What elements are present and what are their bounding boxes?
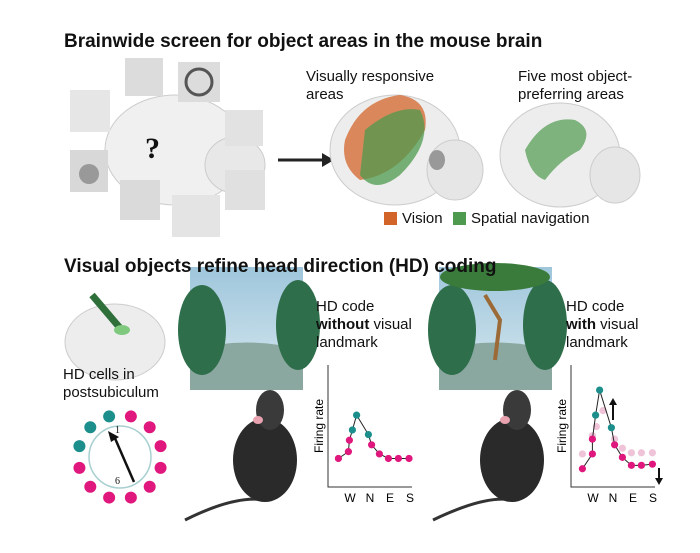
data-point	[627, 449, 636, 457]
chart-axes	[327, 365, 412, 488]
label-hd-cells: HD cells in postsubiculum	[63, 366, 159, 401]
brain-visually-responsive	[329, 94, 484, 206]
data-point	[348, 426, 356, 434]
data-point	[353, 411, 361, 419]
camera-image	[120, 180, 160, 220]
legend-vision: Vision	[402, 210, 443, 227]
data-point	[384, 454, 392, 463]
label-with-landmark: HD code with visual landmark	[566, 298, 639, 351]
legend-swatch-spatial	[453, 212, 466, 225]
label-object-preferring: Five most object-preferring areas	[518, 68, 633, 103]
hd-cell-dot	[103, 491, 116, 504]
hd-cell-dot	[154, 461, 167, 474]
bird-image	[125, 58, 163, 96]
hd-cell-dot	[143, 421, 156, 434]
legend-spatial-navigation: Spatial navigation	[471, 210, 590, 227]
brain-electrode	[64, 292, 166, 381]
landscape-without-landmark	[178, 267, 320, 390]
data-point	[344, 448, 352, 456]
y-axis-label: Firing rate	[312, 399, 326, 453]
hd-clock	[88, 425, 152, 489]
hd-cell-dot	[73, 440, 86, 453]
data-point	[607, 424, 616, 432]
data-point	[618, 444, 627, 452]
legend-swatch-vision	[384, 212, 397, 225]
data-point	[637, 461, 646, 469]
deer-image	[70, 90, 110, 132]
data-point	[599, 407, 607, 415]
data-point	[368, 441, 376, 449]
data-point	[588, 435, 597, 443]
x-tick-label: N	[609, 491, 618, 505]
hd-cell-dot	[124, 410, 137, 423]
y-axis-label: Firing rate	[555, 399, 569, 453]
hd-cell-dot	[143, 480, 156, 493]
data-point	[364, 430, 372, 439]
bottom-title: Visual objects refine head direction (HD…	[64, 256, 497, 277]
tool-image	[225, 170, 265, 210]
data-point	[637, 449, 646, 457]
x-tick-label: E	[629, 491, 637, 505]
landscape-with-landmark	[428, 263, 567, 390]
data-point	[334, 454, 342, 463]
data-point	[648, 460, 657, 468]
x-tick-label: S	[649, 491, 657, 505]
data-point	[394, 454, 402, 463]
clock-number-1: 1	[115, 425, 120, 436]
data-point	[592, 411, 600, 419]
direction-arrow-icon	[112, 435, 136, 483]
hd-cell-dot	[103, 410, 116, 423]
chart-axes	[570, 365, 655, 488]
tree-icon	[440, 263, 550, 291]
mouse-left	[184, 390, 297, 522]
x-tick-label: S	[406, 491, 414, 505]
hd-cell-dot	[84, 480, 97, 493]
hd-cell-dot	[154, 440, 167, 453]
question-mark: ?	[145, 132, 160, 165]
top-title: Brainwide screen for object areas in the…	[64, 31, 543, 52]
data-point	[345, 436, 353, 444]
x-tick-label: E	[386, 491, 394, 505]
data-point	[588, 450, 597, 458]
data-point	[375, 450, 383, 458]
data-point	[627, 461, 636, 469]
table-image	[172, 195, 220, 237]
x-tick-label: W	[587, 491, 599, 505]
data-point	[648, 449, 657, 457]
x-tick-label: W	[344, 491, 356, 505]
data-point	[578, 450, 587, 458]
label-without-landmark: HD code without visual landmark	[316, 298, 412, 351]
hd-cell-dot	[124, 491, 137, 504]
data-point	[618, 453, 627, 461]
data-point	[405, 454, 413, 463]
data-point	[611, 441, 619, 449]
mouse-right	[432, 390, 544, 522]
brain-object-preferring	[499, 102, 641, 208]
hd-cell-dot	[73, 461, 86, 474]
label-visually-responsive: Visually responsive areas	[306, 68, 435, 103]
data-point	[578, 465, 587, 473]
hd-cell-dot	[84, 421, 97, 434]
clock-number-6: 6	[115, 476, 120, 487]
brain-with-objects	[70, 58, 334, 237]
x-tick-label: N	[366, 491, 375, 505]
mouse-image	[225, 110, 263, 146]
data-point	[596, 386, 604, 394]
